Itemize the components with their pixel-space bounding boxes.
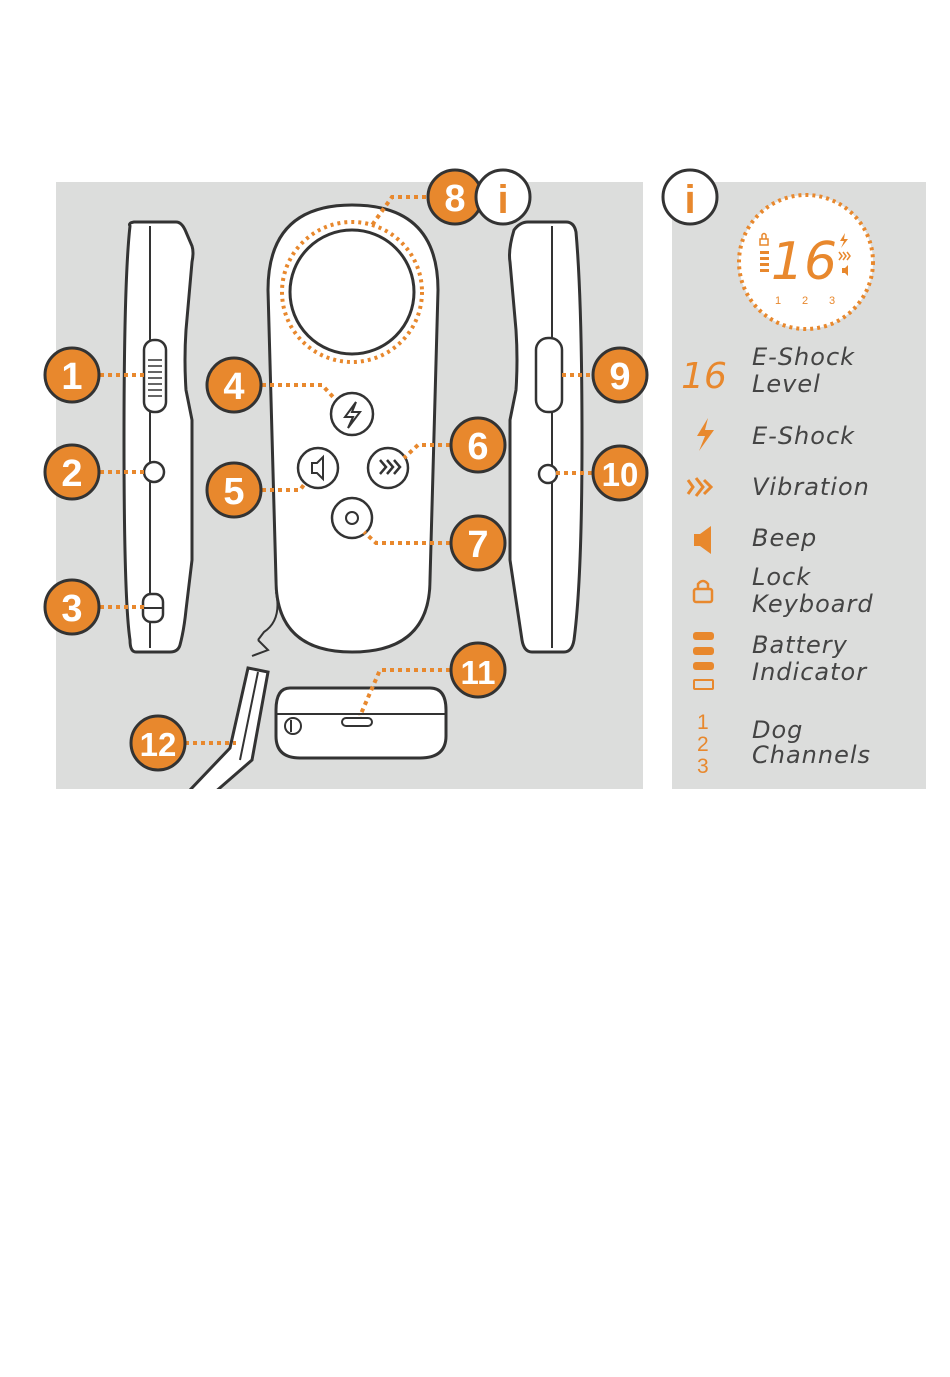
legend-vibration-icon — [688, 478, 711, 496]
lock-slider — [144, 340, 166, 412]
legend-channel-2: 2 — [697, 734, 709, 755]
svg-text:i: i — [497, 178, 508, 222]
callout-3: 3 — [45, 580, 99, 634]
right-side-view — [510, 222, 583, 652]
legend-eshock: E-Shock — [752, 423, 855, 450]
callout-2: 2 — [45, 445, 99, 499]
svg-text:4: 4 — [223, 366, 244, 408]
power-button — [144, 462, 164, 482]
display-detail: 16 1 2 3 — [739, 195, 873, 329]
svg-text:3: 3 — [61, 588, 82, 630]
shock-button — [331, 393, 373, 435]
display-channel-3: 3 — [829, 295, 835, 307]
legend-lock-icon — [694, 581, 712, 602]
callout-4: 4 — [207, 358, 261, 412]
eshock-level-icon: 16 — [681, 356, 727, 397]
svg-text:1: 1 — [61, 356, 82, 398]
legend-battery-icon — [693, 632, 714, 689]
channel-button — [539, 465, 557, 483]
callout-10: 10 — [593, 446, 647, 500]
legend-channel-1: 1 — [697, 712, 709, 733]
callout-6: 6 — [451, 418, 505, 472]
info-badge-legend: i — [663, 170, 717, 224]
left-side-view — [124, 222, 193, 652]
svg-text:7: 7 — [467, 524, 488, 566]
charging-port — [342, 718, 372, 726]
svg-text:5: 5 — [223, 471, 244, 513]
display-channel-2: 2 — [802, 295, 808, 307]
legend-vibration: Vibration — [752, 474, 870, 501]
callout-5: 5 — [207, 463, 261, 517]
beep-button — [298, 448, 338, 488]
callout-9: 9 — [593, 348, 647, 402]
vibration-button — [368, 448, 408, 488]
callout-1: 1 — [45, 348, 99, 402]
callout-8: 8 — [428, 170, 482, 224]
legend-channel-3: 3 — [697, 756, 709, 777]
legend-speaker-icon — [694, 526, 711, 554]
display-level: 16 — [771, 232, 837, 292]
svg-text:11: 11 — [461, 654, 496, 691]
level-adjust-button — [536, 338, 562, 412]
svg-text:6: 6 — [467, 426, 488, 468]
svg-text:8: 8 — [444, 178, 465, 220]
info-badge-front: i — [476, 170, 530, 224]
callout-11: 11 — [451, 643, 505, 697]
svg-text:2: 2 — [61, 453, 82, 495]
display-channel-1: 1 — [775, 295, 781, 307]
lanyard-strap — [190, 668, 268, 800]
callout-7: 7 — [451, 516, 505, 570]
svg-text:12: 12 — [140, 726, 177, 763]
legend-beep: Beep — [752, 525, 817, 552]
display-screen — [290, 230, 414, 354]
callout-12: 12 — [131, 716, 185, 770]
svg-text:9: 9 — [609, 356, 630, 398]
svg-text:10: 10 — [602, 456, 639, 493]
legend-lightning-icon — [697, 418, 714, 451]
svg-text:i: i — [684, 178, 695, 222]
